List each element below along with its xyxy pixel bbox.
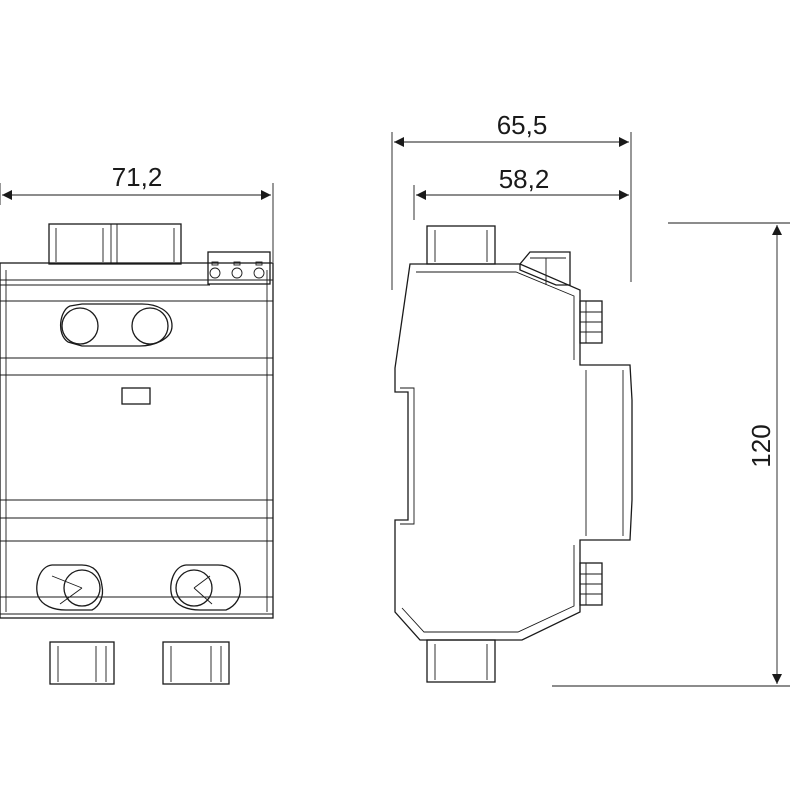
- top-screw-terminals: [60, 303, 173, 347]
- screw-icon: [63, 569, 101, 607]
- side-view: 65,5 58,2: [391, 110, 790, 687]
- screw-icon: [131, 307, 169, 345]
- bottom-screw-terminals: [36, 564, 242, 611]
- front-housing: [0, 262, 274, 619]
- side-signal-connector: [519, 251, 571, 286]
- front-view: 71,2: [0, 162, 274, 685]
- width-dimension: 71,2: [0, 162, 274, 262]
- total-depth-dimension: 65,5: [391, 110, 632, 290]
- side-bottom-terminal: [426, 639, 496, 683]
- bottom-terminal-blocks: [49, 641, 230, 685]
- status-indicator-window: [121, 387, 151, 405]
- body-depth-dimension: 58,2: [413, 164, 629, 220]
- height-dimension-label: 120: [746, 424, 776, 467]
- total-depth-label: 65,5: [497, 110, 548, 140]
- width-dimension-label: 71,2: [112, 162, 163, 192]
- height-dimension: 120: [552, 222, 790, 687]
- screw-icon: [61, 307, 99, 345]
- signal-connector: [207, 251, 271, 285]
- side-housing: [394, 263, 633, 641]
- side-knob-upper: [579, 300, 603, 344]
- side-knob-lower: [579, 562, 603, 606]
- screw-icon: [175, 569, 213, 607]
- side-top-terminal: [426, 225, 496, 265]
- body-depth-label: 58,2: [499, 164, 550, 194]
- top-terminal-block: [48, 223, 182, 265]
